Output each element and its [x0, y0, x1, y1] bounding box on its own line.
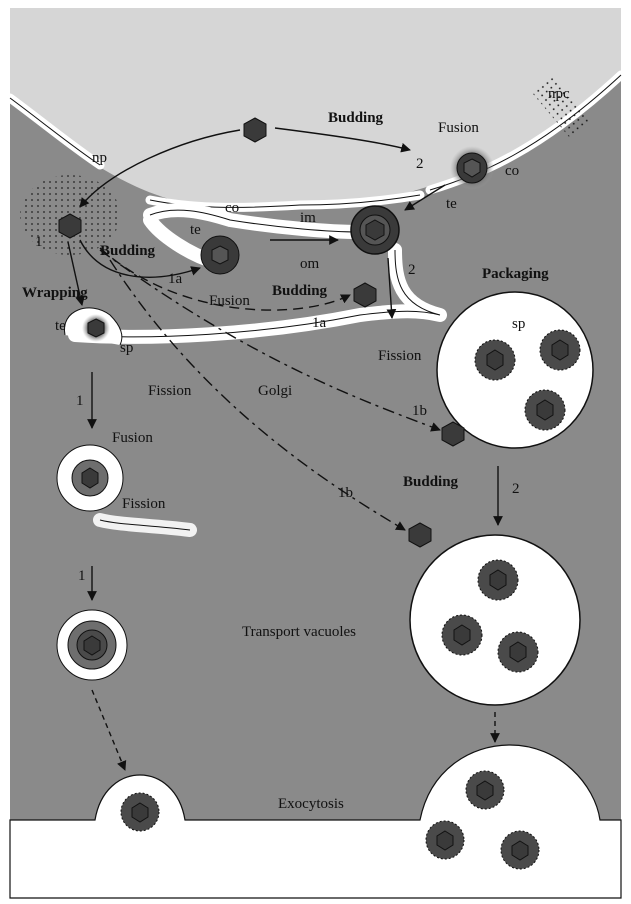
label-te-mid: te [190, 222, 201, 238]
label-budding-lower: Budding [403, 474, 459, 490]
label-1-lower: 1 [78, 568, 86, 584]
label-transport-vacuoles: Transport vacuoles [242, 624, 356, 640]
label-1-down: 1 [76, 393, 84, 409]
label-co-top: co [505, 163, 519, 179]
virion-perinuclear [351, 206, 399, 254]
label-exocytosis: Exocytosis [278, 796, 344, 812]
label-2-top: 2 [416, 156, 424, 172]
label-sp-left: sp [120, 340, 133, 356]
virion-fusion-left [72, 460, 108, 496]
label-1a-mid: 1a [312, 315, 327, 331]
label-1b-lower: 1b [338, 485, 353, 501]
label-fusion-mid: Fusion [209, 293, 250, 309]
label-fusion-left: Fusion [112, 430, 153, 446]
label-wrapping: Wrapping [22, 285, 88, 301]
label-om: om [300, 256, 320, 272]
label-te-top: te [446, 196, 457, 212]
label-sp-right: sp [512, 316, 525, 332]
label-im: im [300, 210, 316, 226]
virion-te-co-mid [201, 236, 239, 274]
label-budding-om: Budding [272, 283, 328, 299]
label-fusion-top: Fusion [438, 120, 479, 136]
virion-top-fusion [450, 146, 494, 190]
label-1a-left: 1a [168, 271, 183, 287]
virion-vacuole-left [68, 621, 116, 669]
label-2-lower: 2 [512, 481, 520, 497]
capsid-wrapping [82, 314, 110, 342]
label-te-left: te [55, 318, 66, 334]
label-np: np [92, 150, 107, 166]
label-fission-lower: Fission [122, 496, 166, 512]
label-packaging: Packaging [482, 266, 549, 282]
label-budding-1a: Budding [100, 243, 156, 259]
label-fission-left: Fission [148, 383, 192, 399]
label-1-left: 1 [35, 234, 43, 250]
label-budding-top: Budding [328, 110, 384, 126]
label-1b-upper: 1b [412, 403, 427, 419]
label-co-mid: co [225, 200, 239, 216]
label-fission-right: Fission [378, 348, 422, 364]
label-npc: npc [548, 86, 570, 102]
label-2-mid: 2 [408, 262, 416, 278]
label-golgi: Golgi [258, 383, 292, 399]
